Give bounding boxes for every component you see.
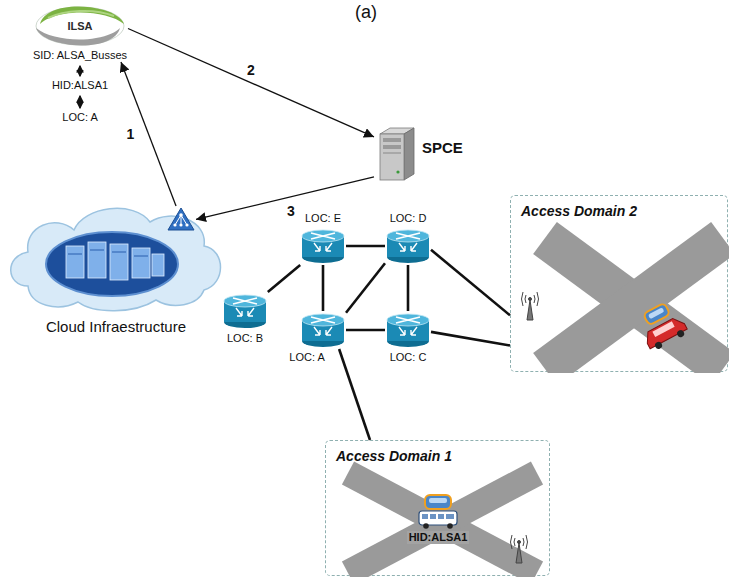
router-node: LOC: D (385, 212, 431, 265)
router-node: LOC: C (385, 311, 431, 364)
message-arrow (196, 177, 374, 220)
bus-icon (413, 493, 463, 531)
mapping-text: HID:ALSA1 (52, 79, 108, 92)
router-icon (300, 227, 346, 265)
vehicle-node: HID:ALSA1 (407, 493, 470, 544)
mapping-arrow (79, 66, 80, 76)
network-link (322, 265, 325, 311)
network-link (431, 332, 510, 346)
router-node: LOC: B (222, 292, 268, 345)
logo-text: ILSA (67, 4, 92, 48)
server-node: SPCE (374, 126, 463, 182)
access-domain: Access Domain 2 (510, 195, 728, 372)
cloud-region: Cloud Infraestructure (4, 200, 228, 336)
cloud-icon (4, 200, 228, 312)
server-label: SPCE (422, 139, 463, 156)
identifier-text: HID:ALSA1 (407, 531, 470, 544)
router-node: LOC: E (300, 212, 346, 265)
message-arrow (128, 29, 374, 137)
panel-tag: (a) (355, 2, 377, 23)
mapping-arrow (79, 96, 80, 108)
router-icon (300, 311, 346, 349)
identifier-text: SID: ALSA_Busses (33, 48, 127, 62)
access-domain: Access Domain 1 HID:ALSA1 (325, 440, 550, 576)
locator-label: LOC: D (390, 212, 427, 225)
router-icon (222, 292, 268, 330)
server-icon (374, 126, 418, 182)
network-link (339, 349, 370, 440)
network-link (346, 245, 385, 248)
router-node: LOC: A (300, 311, 346, 364)
locator-label: LOC: C (390, 351, 427, 364)
domain-icon (511, 196, 729, 373)
locator-label: LOC: E (305, 212, 341, 225)
mapping-text: LOC: A (62, 111, 97, 124)
network-link (407, 265, 410, 311)
network-link (346, 329, 385, 332)
gateway-icon (166, 206, 196, 232)
locator-label: LOC: A (289, 351, 324, 364)
router-icon (385, 311, 431, 349)
router-icon (385, 227, 431, 265)
registry-logo: ILSASID: ALSA_Busses (32, 4, 128, 62)
domain-heading: Access Domain 2 (521, 203, 637, 219)
message-arrow (121, 62, 176, 206)
network-link (346, 263, 385, 313)
step-number: 1 (125, 127, 137, 142)
domain-heading: Access Domain 1 (336, 448, 452, 464)
step-number: 3 (285, 204, 297, 219)
network-link (431, 250, 510, 316)
step-number: 2 (245, 62, 257, 77)
network-link (268, 265, 300, 292)
locator-label: LOC: B (227, 332, 263, 345)
region-label: Cloud Infraestructure (46, 318, 186, 336)
